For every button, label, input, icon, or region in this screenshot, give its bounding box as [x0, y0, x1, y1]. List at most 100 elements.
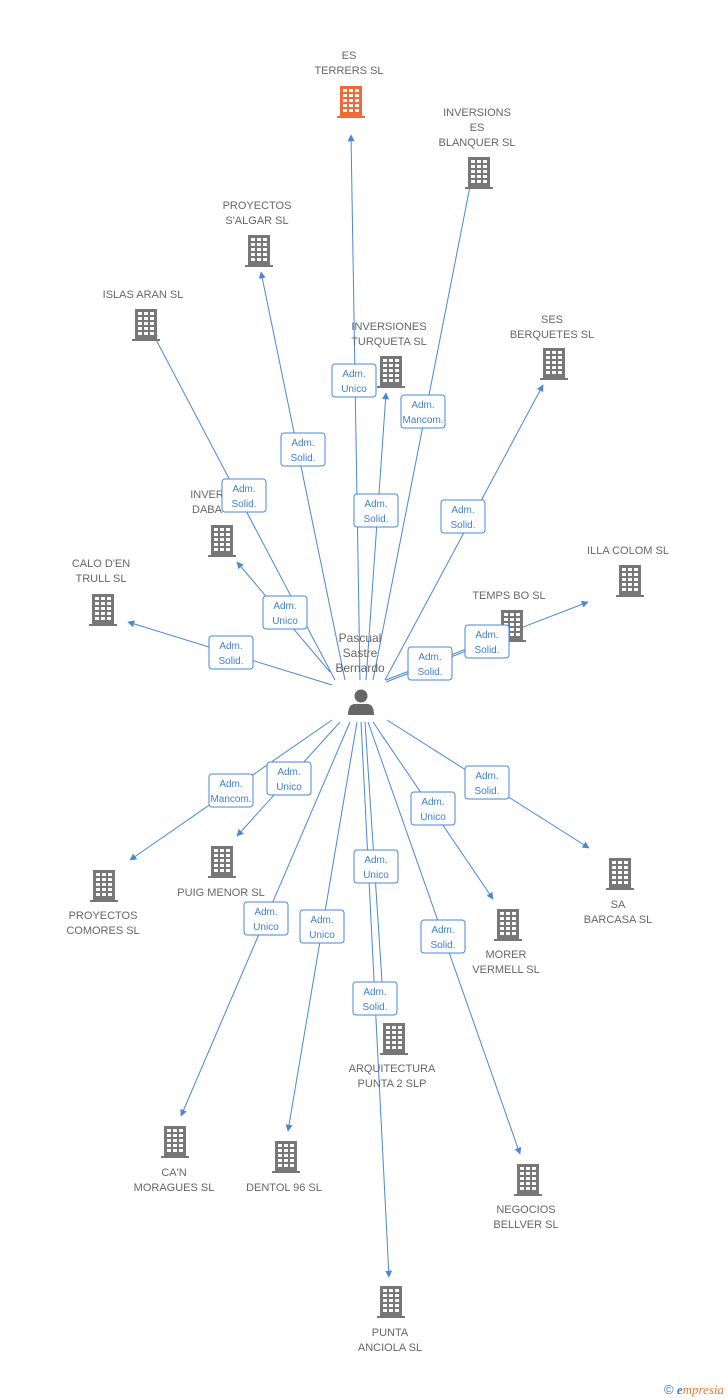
edge-label-text: Unico — [363, 870, 389, 881]
building-icon — [132, 309, 160, 341]
edge-label-text: Solid. — [430, 940, 455, 951]
edge-label-puig-menor[interactable]: Adm.Unico — [266, 761, 312, 796]
building-icon — [337, 86, 365, 118]
edge-label-inversiones-turqueta[interactable]: Adm.Solid. — [353, 493, 399, 528]
company-name: BLANQUER SL — [438, 137, 515, 149]
brand-initial: e — [676, 1382, 683, 1397]
edge-label-arquitectura-punta-2[interactable]: Adm. Unico — [353, 849, 399, 884]
edge-label-text: Adm. — [364, 855, 387, 866]
building-icon — [540, 348, 568, 380]
company-name: VERMELL SL — [472, 964, 539, 976]
company-node-morer-vermell[interactable]: MORER VERMELL SL — [472, 909, 540, 976]
company-node-illa-colom[interactable]: ILLA COLOM SL — [587, 545, 669, 597]
company-name: NEGOCIOS — [496, 1204, 555, 1216]
edge-label-text: Adm. — [219, 641, 242, 652]
company-name: PUIG MENOR SL — [177, 887, 264, 899]
company-name: PROYECTOS — [69, 910, 138, 922]
edge-label-text: Solid. — [218, 656, 243, 667]
edge-label-proyectos-salgar[interactable]: Adm.Solid. — [280, 432, 326, 467]
edge-label-text: Solid. — [363, 514, 388, 525]
edge-label-proyectos-comores[interactable]: Adm.Mancom. — [208, 773, 254, 808]
copyright-symbol: © — [663, 1382, 674, 1397]
edge-label-text: Solid. — [474, 786, 499, 797]
building-icon — [616, 565, 644, 597]
edge-label-can-moragues[interactable]: Adm.Unico — [243, 901, 289, 936]
edge-label-text: Mancom. — [402, 415, 443, 426]
edge-label-dentol-96[interactable]: Adm.Unico — [299, 909, 345, 944]
edge-label-inver-daba[interactable]: Adm.Unico — [262, 595, 308, 630]
edge-label-calo-den-trull[interactable]: Adm. Solid. — [208, 635, 254, 670]
edge-label-text: Solid. — [290, 453, 315, 464]
building-icon — [465, 157, 493, 189]
edge-label-text: Unico — [272, 616, 298, 627]
edge-label-box — [331, 363, 377, 398]
company-name: CA'N — [161, 1167, 186, 1179]
edge-label-inversions-es-blanquer[interactable]: Adm.Mancom. — [400, 394, 446, 429]
edge-label-text: Unico — [341, 384, 367, 395]
company-name: ILLA COLOM SL — [587, 545, 669, 557]
company-name: DENTOL 96 SL — [246, 1182, 322, 1194]
edge-label-text: Adm. — [418, 652, 441, 663]
footer-brand: © empresia — [664, 1382, 724, 1398]
edge-label-islas-aran[interactable]: Adm.Solid. — [221, 478, 267, 513]
edge-label-box — [299, 909, 345, 944]
building-icon — [606, 858, 634, 890]
person-icon — [348, 689, 374, 715]
company-name: SA — [611, 899, 626, 911]
building-icon — [377, 356, 405, 388]
edge-label-ses-berquetes[interactable]: Adm.Solid. — [440, 499, 486, 534]
building-icon — [208, 846, 236, 878]
company-name: MORER — [486, 949, 527, 961]
company-name: ARQUITECTURA — [349, 1063, 436, 1075]
edge-label-illa-colom[interactable]: Adm.Solid. — [464, 624, 510, 659]
edge-label-text: Unico — [276, 782, 302, 793]
edge-label-text: Solid. — [417, 667, 442, 678]
edge-label-box — [407, 646, 453, 681]
edge-label-text: Adm. — [475, 771, 498, 782]
edge-label-box — [208, 635, 254, 670]
edge-label-box — [410, 791, 456, 826]
company-name: DABA — [192, 504, 223, 516]
edge-label-text: Solid. — [474, 645, 499, 656]
edge-label-negocios-bellver[interactable]: Adm. Solid. — [420, 919, 466, 954]
edge-label-box — [400, 394, 446, 429]
edge-label-box — [243, 901, 289, 936]
company-node-puig-menor[interactable]: PUIG MENOR SL — [177, 846, 265, 899]
edge-label-text: Adm. — [431, 925, 454, 936]
person-name: Sastre — [343, 646, 378, 660]
company-node-islas-aran[interactable]: ISLAS ARAN SL — [103, 289, 184, 341]
edge-label-punta-anciola[interactable]: Adm.Solid. — [352, 981, 398, 1016]
edge-label-box — [353, 849, 399, 884]
person-name: Bernardo — [335, 661, 385, 675]
building-icon — [161, 1126, 189, 1158]
edge-label-morer-vermell[interactable]: Adm.Unico — [410, 791, 456, 826]
edge-label-box — [353, 493, 399, 528]
company-node-can-moragues[interactable]: CA'N MORAGUES SL — [134, 1126, 215, 1194]
edge-label-text: Adm. — [219, 779, 242, 790]
company-node-dentol-96[interactable]: DENTOL 96 SL — [246, 1141, 322, 1194]
edge-label-text: Unico — [420, 812, 446, 823]
edge-label-box — [464, 765, 510, 800]
company-name: ANCIOLA SL — [358, 1342, 422, 1354]
company-name: MORAGUES SL — [134, 1182, 215, 1194]
edge-label-sa-barcasa[interactable]: Adm. Solid. — [464, 765, 510, 800]
building-icon — [494, 909, 522, 941]
edge-label-es-terrers[interactable]: Adm.Unico — [331, 363, 377, 398]
edge-line-proyectos-salgar — [258, 271, 346, 681]
edge-label-text: Solid. — [362, 1002, 387, 1013]
edge-label-temps-bo[interactable]: Adm. Solid. — [407, 646, 453, 681]
